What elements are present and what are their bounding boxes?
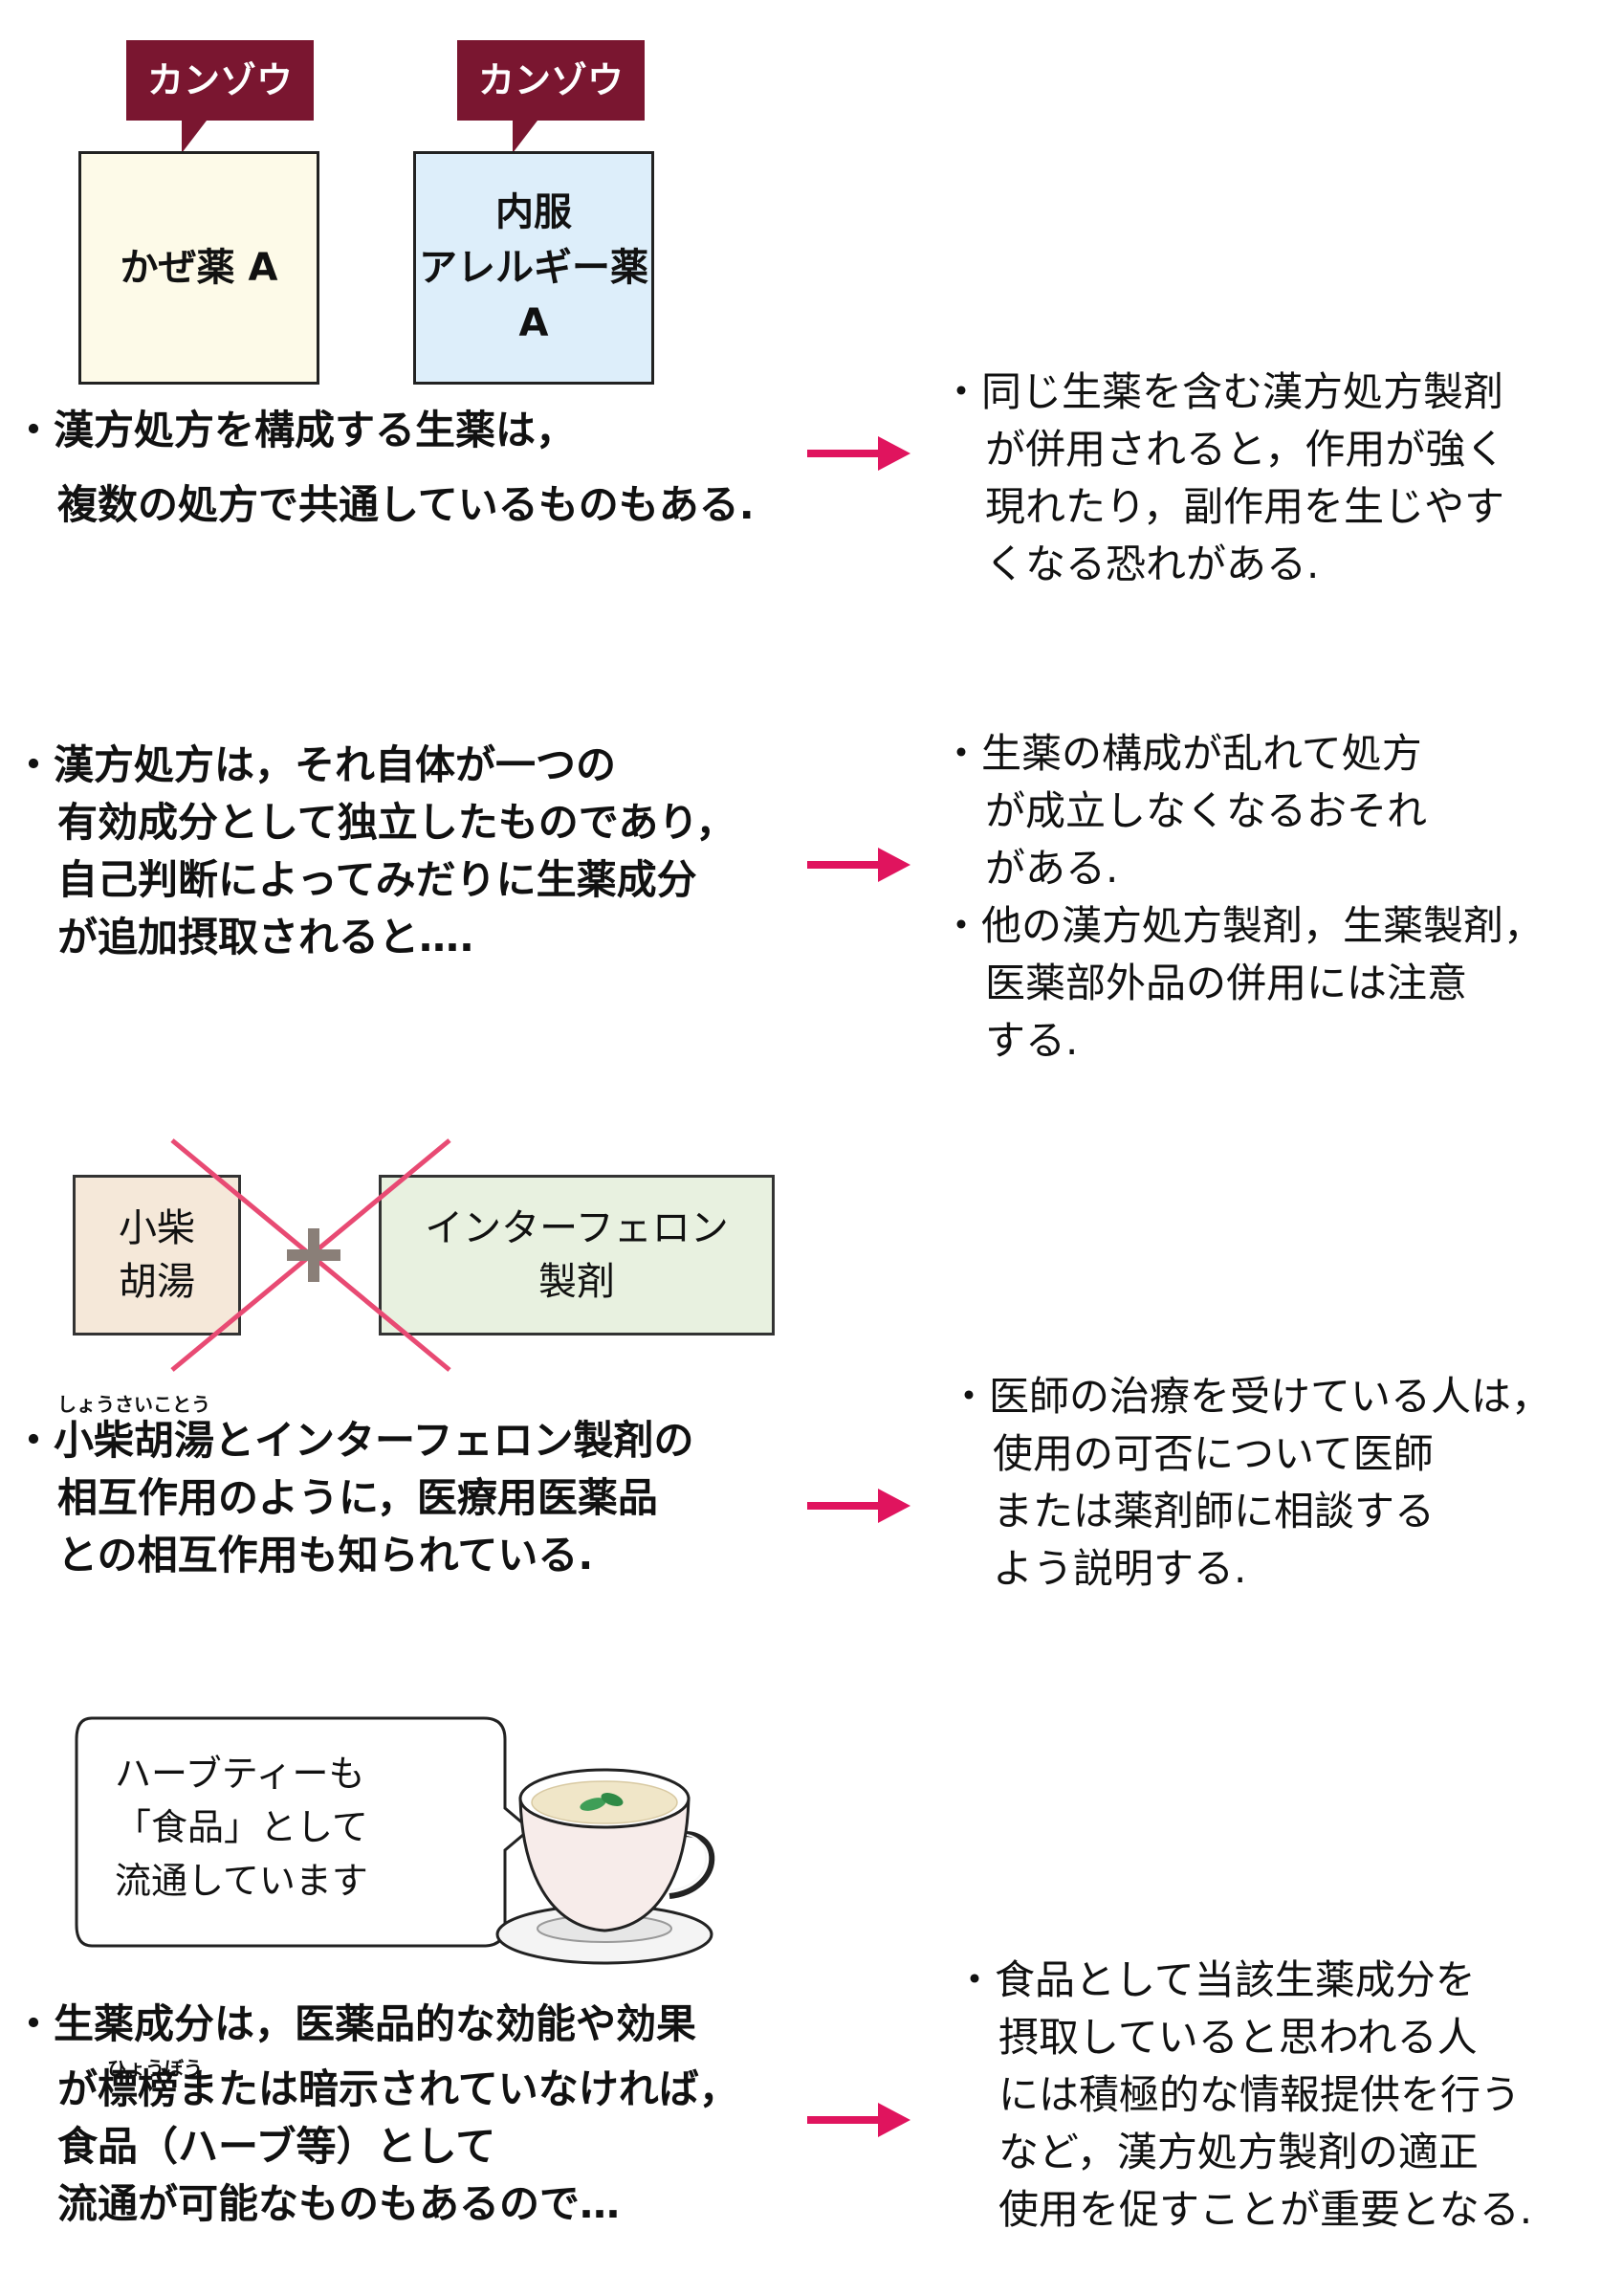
section3-left-line2: 相互作用のように，医療用医薬品 (57, 1474, 658, 1521)
bubble-line1: ハーブティーも (115, 1753, 365, 1795)
section3-right-line2: 使用の可否について医師 (993, 1430, 1434, 1477)
section2-left-line2: 有効成分として独立したものであり， (57, 799, 736, 846)
shosaikoto-box: 小柴 胡湯 (73, 1175, 241, 1336)
section2-right-text: ・生薬の構成が乱れて処方 が成立しなくなるおそれ がある. ・他の漢方処方製剤，… (941, 725, 1544, 1070)
plus-icon (287, 1228, 340, 1282)
shosaikoto-line1: 小柴 (119, 1206, 195, 1250)
section2-left-line1: ・漢方処方は，それ自体が一つの (13, 741, 617, 788)
section4-right-line4: など，漢方処方製剤の適正 (998, 2129, 1479, 2175)
kanzou-tag-2-label: カンゾウ (477, 59, 624, 101)
herbal-tea-cup-icon (495, 1768, 715, 1965)
interferon-line2: 製剤 (538, 1260, 615, 1304)
section2-right-line5: 医薬部外品の併用には注意 (985, 960, 1468, 1006)
arrow-icon-1 (807, 436, 910, 471)
section1-left-line1: ・漢方処方を構成する生薬は， (13, 407, 577, 453)
section1-left-text: ・漢方処方を構成する生薬は， 複数の処方で共通しているものもある. (13, 402, 755, 534)
interferon-line1: インターフェロン (425, 1206, 729, 1250)
section4-left-line3: 食品（ハーブ等）として (57, 2123, 496, 2170)
section2-left-line4: が追加摂取されると…. (57, 914, 474, 960)
section1-right-text: ・同じ生薬を含む漢方処方製剤 が併用されると，作用が強く 現れたり，副作用を生じ… (941, 364, 1505, 593)
section2-right-line6: する. (985, 1017, 1079, 1064)
section3-left-line1: ・小柴胡湯とインターフェロン製剤の (13, 1417, 694, 1464)
cold-medicine-box: かぜ薬 A (78, 151, 319, 385)
section2-right-line4: ・他の漢方処方製剤，生薬製剤， (941, 902, 1545, 949)
section2-left-text: ・漢方処方は，それ自体が一つの 有効成分として独立したものであり， 自己判断によ… (13, 737, 735, 966)
arrow-icon-2 (807, 848, 910, 882)
section4-right-text: ・食品として当該生薬成分を 摂取していると思われる人 には積極的な情報提供を行う… (954, 1952, 1532, 2239)
hyobo-ruby: ひょうぼう (107, 2057, 203, 2080)
section1-right-line1: ・同じ生薬を含む漢方処方製剤 (941, 368, 1504, 415)
section3-left-text: ・小柴胡湯とインターフェロン製剤の 相互作用のように，医療用医薬品 との相互作用… (13, 1412, 693, 1584)
section3-left-line3: との相互作用も知られている. (57, 1532, 594, 1578)
section4-left-line4: 流通が可能なものもあるので… (57, 2180, 621, 2227)
section3-right-line4: よう説明する. (993, 1545, 1247, 1592)
section1-right-line4: くなる恐れがある. (985, 541, 1320, 587)
allergy-medicine-line3: A (518, 301, 549, 345)
kanzou-tag-1: カンゾウ (126, 40, 314, 153)
arrow-icon-4 (807, 2103, 910, 2137)
section1-right-line2: が併用されると，作用が強く (985, 426, 1506, 473)
arrow-icon-3 (807, 1489, 910, 1523)
allergy-medicine-box: 内服 アレルギー薬 A (413, 151, 654, 385)
speech-bubble-text: ハーブティーも 「食品」として 流通しています (115, 1747, 368, 1908)
bubble-line2: 「食品」として (115, 1806, 368, 1848)
cold-medicine-label: かぜ薬 A (120, 246, 278, 290)
section3-right-text: ・医師の治療を受けている人は， 使用の可否について医師 または薬剤師に相談する … (949, 1368, 1551, 1598)
section2-right-line1: ・生薬の構成が乱れて処方 (941, 730, 1422, 777)
section3-right-line1: ・医師の治療を受けている人は， (949, 1373, 1552, 1420)
section2-right-line2: が成立しなくなるおそれ (985, 787, 1428, 834)
shosaikoto-ruby: しょうさいことう (57, 1393, 210, 1416)
section4-left-line1: ・生薬成分は，医薬品的な効能や効果 (13, 2000, 697, 2047)
section4-right-line1: ・食品として当該生薬成分を (954, 1956, 1476, 2003)
bubble-line3: 流通しています (115, 1860, 368, 1902)
shosaikoto-line2: 胡湯 (119, 1260, 195, 1304)
interferon-box: インターフェロン 製剤 (379, 1175, 775, 1336)
speech-bubble-shape (75, 1716, 532, 1948)
section4-left-text: ・生薬成分は，医薬品的な効能や効果 が標榜または暗示されていなければ， 食品（ハ… (13, 1996, 739, 2233)
section4-right-line3: には積極的な情報提供を行う (998, 2071, 1522, 2118)
kanzou-tag-1-label: カンゾウ (146, 59, 293, 101)
section3-right-line3: または薬剤師に相談する (993, 1488, 1436, 1534)
kanzou-tag-2: カンゾウ (457, 40, 645, 153)
section4-right-line2: 摂取していると思われる人 (998, 2014, 1478, 2061)
section2-left-line3: 自己判断によってみだりに生薬成分 (57, 856, 697, 903)
section4-right-line5: 使用を促すことが重要となる. (998, 2186, 1533, 2233)
section2-right-line3: がある. (985, 845, 1119, 892)
section1-right-line3: 現れたり，副作用を生じやす (985, 483, 1505, 530)
allergy-medicine-line1: 内服 (495, 190, 572, 234)
section4-left-line2: が標榜または暗示されていなければ， (57, 2065, 739, 2112)
section1-left-line2: 複数の処方で共通しているものもある. (57, 481, 755, 528)
allergy-medicine-line2: アレルギー薬 (419, 246, 648, 290)
